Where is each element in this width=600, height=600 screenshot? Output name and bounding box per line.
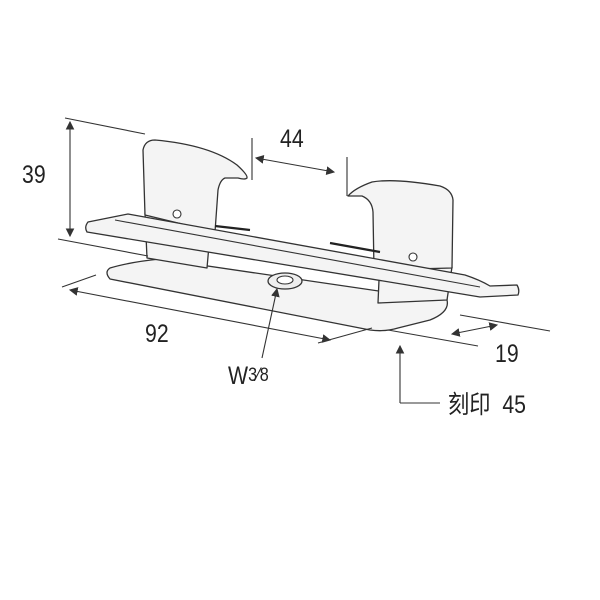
thread-label: W3⁄8 — [228, 364, 269, 389]
dim-44-extension — [251, 138, 348, 196]
left-tab — [142, 139, 248, 233]
dim-19-extension — [387, 314, 551, 347]
dim-44-arrow — [254, 155, 336, 175]
right-tab-hole — [408, 252, 418, 262]
dim-39-extension — [57, 117, 149, 257]
nut-hole — [276, 275, 294, 285]
dim-44-label: 44 — [280, 125, 304, 153]
stamp-label: 刻印 45 — [448, 393, 526, 418]
dim-92-label: 92 — [145, 320, 169, 348]
stamp-text: 刻印 — [448, 391, 491, 419]
thread-main: W — [228, 362, 249, 390]
right-tab — [347, 180, 454, 271]
thread-leader — [261, 287, 280, 359]
bar-edge — [114, 219, 481, 288]
stamp-leader — [400, 346, 440, 404]
stamp-value: 45 — [502, 391, 526, 419]
dim-19-label: 19 — [495, 340, 519, 368]
dim-19-arrow — [450, 322, 499, 337]
left-tab-hole — [172, 209, 182, 219]
dim-39-label: 39 — [22, 161, 46, 189]
bar-slot — [214, 224, 381, 254]
dim-92-arrow — [68, 287, 332, 343]
thread-fraction: 3⁄8 — [248, 365, 269, 386]
